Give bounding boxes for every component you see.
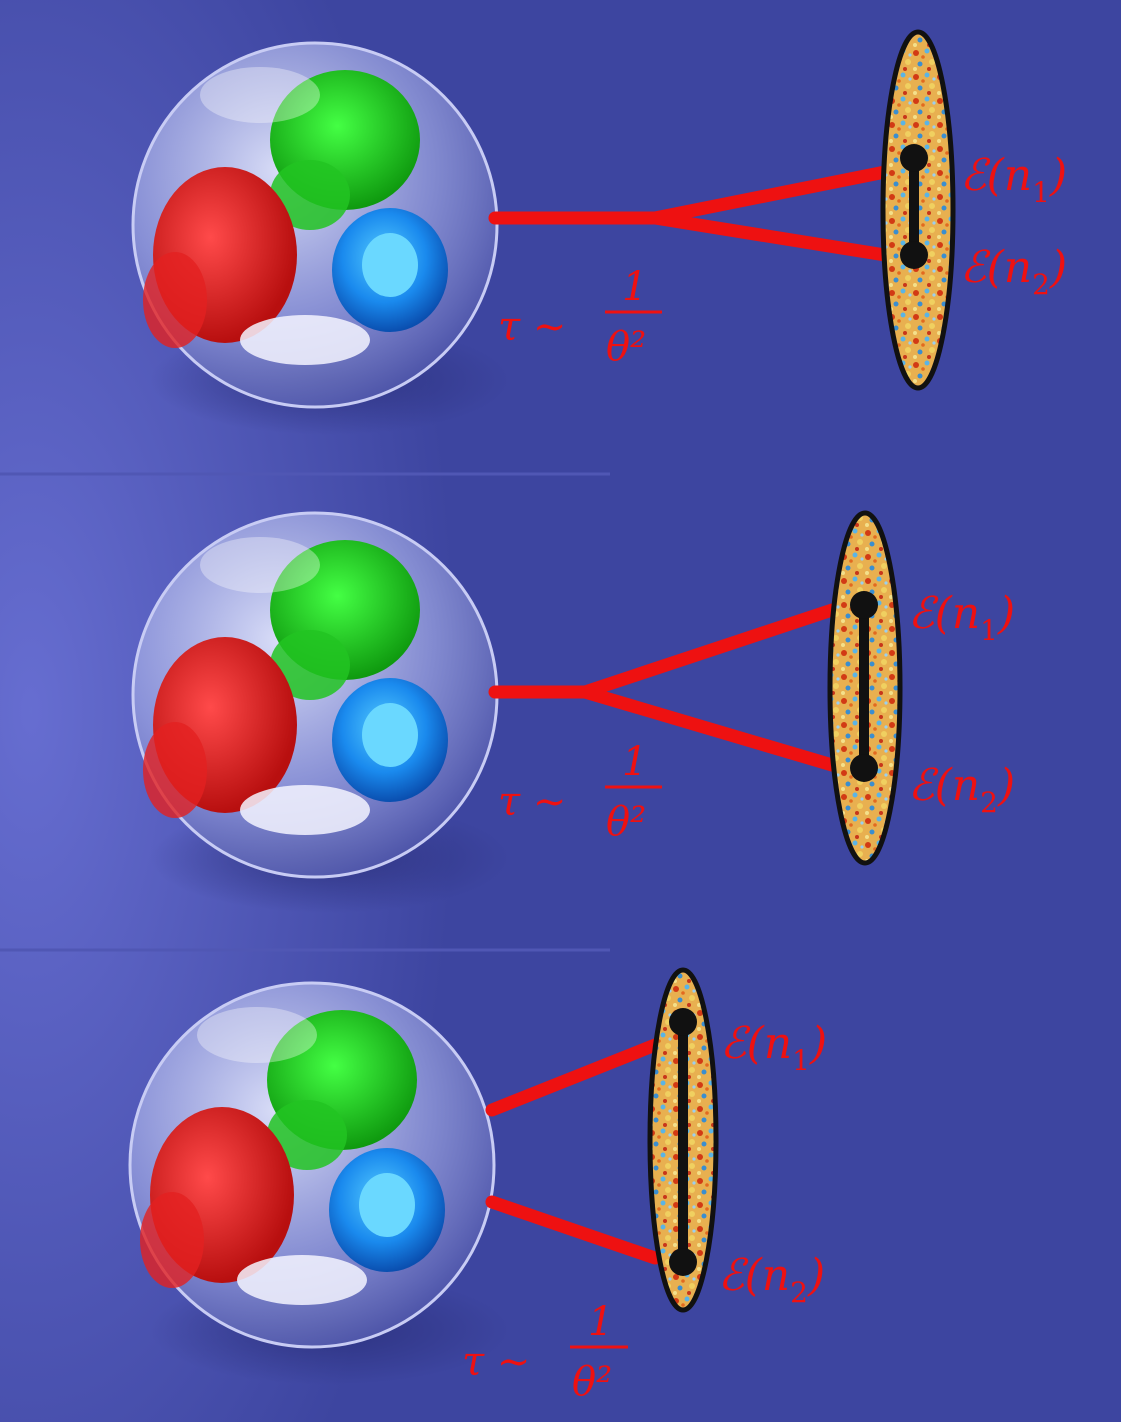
svg-text:θ²: θ² (606, 799, 646, 845)
node-n2 (669, 1248, 697, 1276)
label-e-n2: ℰ(n2) (718, 1250, 825, 1309)
collision-sphere (131, 41, 499, 409)
tau-formula: τ ∼ 1 θ² (498, 739, 662, 845)
svg-text:τ ∼: τ ∼ (462, 1339, 530, 1385)
collision-sphere (131, 511, 499, 879)
label-e-n2: ℰ(n2) (960, 242, 1067, 301)
correlator-bar (669, 1008, 697, 1276)
panel-3: ℰ(n1) ℰ(n2) τ ∼ 1 θ² (128, 967, 827, 1405)
collision-sphere (128, 981, 496, 1349)
svg-text:1: 1 (622, 739, 647, 785)
panel-2: ℰ(n1) ℰ(n2) τ ∼ 1 θ² (131, 510, 1015, 913)
jet-lines (488, 603, 839, 772)
label-e-n1: ℰ(n1) (960, 150, 1067, 209)
svg-text:1: 1 (622, 264, 647, 310)
node-n2 (900, 241, 928, 269)
node-n1 (669, 1008, 697, 1036)
svg-text:1: 1 (588, 1299, 613, 1345)
node-n1 (900, 144, 928, 172)
svg-text:τ ∼: τ ∼ (498, 304, 566, 350)
label-e-n1: ℰ(n1) (908, 588, 1015, 647)
label-e-n2: ℰ(n2) (908, 760, 1015, 819)
correlator-bar (850, 591, 878, 782)
label-e-n1: ℰ(n1) (720, 1018, 827, 1077)
panel-1: ℰ(n1) ℰ(n2) τ ∼ 1 θ² (131, 29, 1067, 435)
svg-text:τ ∼: τ ∼ (498, 779, 566, 825)
tau-formula: τ ∼ 1 θ² (462, 1299, 628, 1405)
node-n1 (850, 591, 878, 619)
tau-formula: τ ∼ 1 θ² (498, 264, 662, 370)
jet-lines (488, 165, 892, 262)
svg-text:θ²: θ² (572, 1359, 612, 1405)
node-n2 (850, 754, 878, 782)
jet-lines (485, 1038, 662, 1265)
correlator-bar (900, 144, 928, 269)
svg-text:θ²: θ² (606, 324, 646, 370)
